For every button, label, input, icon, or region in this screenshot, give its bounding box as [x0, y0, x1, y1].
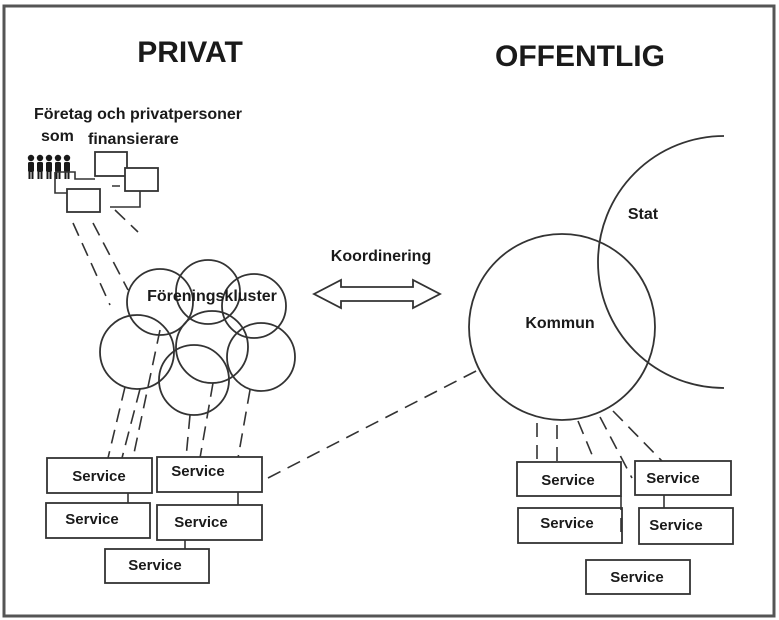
- financier-box-2: [124, 167, 159, 192]
- service-box: [104, 548, 210, 584]
- service-label: Service: [171, 463, 224, 480]
- service-box: [46, 457, 153, 494]
- diagram-border: [2, 4, 776, 618]
- financiers-label-line3: finansierare: [88, 131, 179, 148]
- right-services: Service Service Service Service Service: [516, 460, 734, 595]
- kommun-to-service-lines: [536, 410, 664, 479]
- service-label: Service: [541, 472, 594, 489]
- service-label: Service: [646, 470, 699, 487]
- service-label: Service: [649, 517, 702, 534]
- financiers-label-line1: Företag och privatpersoner: [34, 106, 242, 123]
- people-icon: [27, 154, 71, 179]
- cluster-label: Föreningskluster: [147, 288, 277, 305]
- service-label: Service: [610, 569, 663, 586]
- coordination-label: Koordinering: [331, 248, 431, 265]
- service-box: [517, 507, 623, 544]
- stat-label: Stat: [628, 206, 659, 223]
- financier-box-1: [94, 151, 128, 177]
- service-box: [516, 461, 622, 497]
- service-box: [638, 507, 734, 545]
- double-arrow-icon: [312, 278, 442, 310]
- service-box: [156, 504, 263, 541]
- service-label: Service: [540, 515, 593, 532]
- service-label: Service: [128, 557, 181, 574]
- left-services: Service Service Service Service Service: [45, 456, 263, 584]
- cluster-circles: [99, 259, 296, 416]
- service-to-kommun-line: [267, 369, 479, 479]
- heading-privat: PRIVAT: [137, 36, 243, 69]
- kommun-circle: [468, 233, 656, 421]
- service-box: [634, 460, 732, 496]
- heading-offentlig: OFFENTLIG: [495, 40, 665, 73]
- stat-circle: [597, 135, 725, 389]
- financiers-label-line2: som: [41, 128, 74, 145]
- financier-box-3: [66, 188, 101, 213]
- kommun-label: Kommun: [525, 315, 594, 332]
- service-box: [156, 456, 263, 493]
- service-label: Service: [174, 514, 227, 531]
- financier-boxes: [54, 151, 159, 213]
- service-label: Service: [65, 511, 118, 528]
- service-box: [585, 559, 691, 595]
- service-label: Service: [72, 468, 125, 485]
- financier-to-cluster-lines: [72, 209, 139, 306]
- service-box: [45, 502, 151, 539]
- financier-connector: [54, 171, 141, 208]
- cluster-to-service-lines: [107, 329, 251, 459]
